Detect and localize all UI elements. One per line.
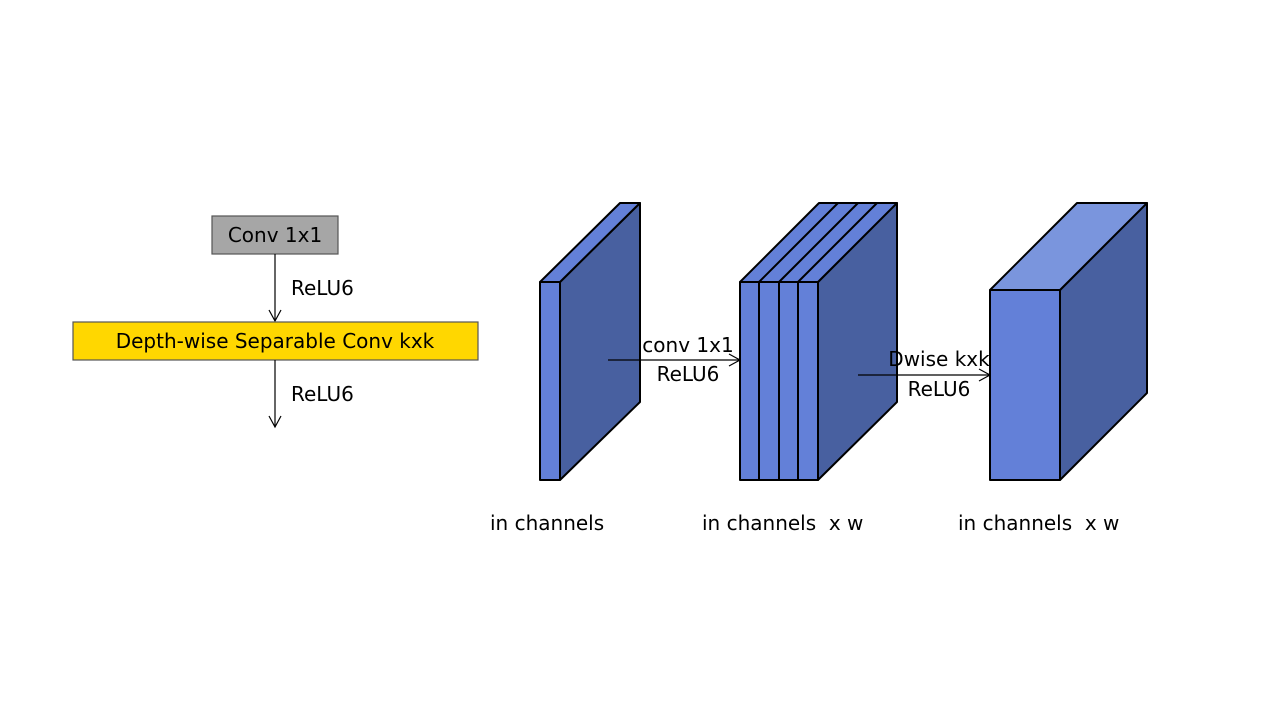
expanded-tensor — [739, 202, 898, 481]
depthwise-conv-label: Depth-wise Separable Conv kxk — [116, 329, 435, 353]
expanded-tensor-label: in channels x w — [702, 511, 863, 535]
relu6-label-2: ReLU6 — [291, 382, 354, 406]
expand-op-label: conv 1x1 — [642, 333, 733, 357]
arrow-conv-to-dw — [268, 254, 282, 323]
relu6-label-1: ReLU6 — [291, 276, 354, 300]
arrow-dw-out — [268, 360, 282, 429]
depthwise-conv-box — [72, 321, 479, 361]
conv-1x1-box — [211, 215, 339, 255]
layer-flow: Conv 1x1 ReLU6 Depth-wise Separable Conv… — [72, 215, 479, 429]
output-tensor — [989, 202, 1148, 481]
expand-act-label: ReLU6 — [657, 362, 720, 386]
input-tensor — [539, 202, 641, 481]
depthwise-op-label: Dwise kxk — [888, 347, 990, 371]
depthwise-act-label: ReLU6 — [908, 377, 971, 401]
conv-1x1-label: Conv 1x1 — [228, 223, 322, 247]
output-tensor-label: in channels x w — [958, 511, 1119, 535]
input-tensor-label: in channels — [490, 511, 604, 535]
